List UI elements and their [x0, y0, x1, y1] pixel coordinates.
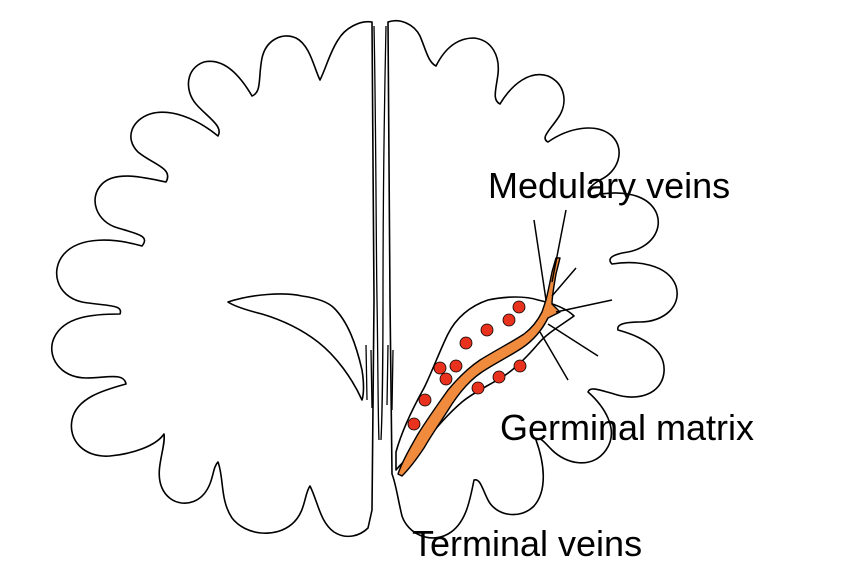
- label-germinal-matrix: Germinal matrix: [500, 407, 754, 448]
- midline-tick-4: [392, 350, 393, 410]
- germinal-dot: [450, 360, 462, 372]
- midline-tick-3: [387, 345, 388, 405]
- germinal-dot: [460, 337, 472, 349]
- midline-tick-2: [371, 350, 372, 408]
- medullary-vein-4: [556, 300, 612, 312]
- medullary-vein-5: [548, 324, 598, 356]
- midline-tick-1: [366, 345, 367, 400]
- germinal-dot: [408, 418, 420, 430]
- midline-fissure-left: [374, 26, 379, 440]
- germinal-dot: [493, 371, 505, 383]
- germinal-dot: [503, 314, 515, 326]
- label-medulary-veins: Medulary veins: [488, 165, 730, 206]
- germinal-dot: [472, 382, 484, 394]
- label-terminal-veins: Terminal veins: [412, 523, 642, 561]
- germinal-dot: [440, 373, 452, 385]
- medullary-vein-2: [552, 210, 566, 282]
- germinal-dot: [481, 324, 493, 336]
- right-hemisphere-outline: [388, 21, 677, 538]
- medullary-vein-1: [534, 220, 546, 300]
- midline-fissure-right: [381, 26, 386, 440]
- left-lateral-ventricle: [228, 294, 364, 400]
- germinal-dot: [513, 301, 525, 313]
- germinal-dot: [434, 362, 446, 374]
- germinal-dot: [419, 394, 431, 406]
- germinal-dot: [514, 360, 526, 372]
- medullary-vein-6: [540, 332, 568, 380]
- left-hemisphere-outline: [52, 22, 374, 537]
